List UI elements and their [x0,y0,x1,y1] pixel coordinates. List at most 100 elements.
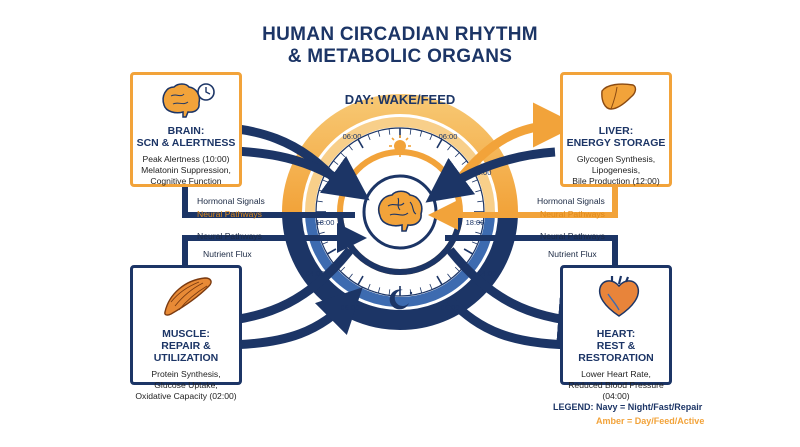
arrow-heart-out [446,296,581,350]
brain-icon [377,190,423,232]
muscle-line-3: Oxidative Capacity (02:00) [135,391,237,401]
heart-card: HEART: REST & RESTORATION Lower Heart Ra… [560,265,672,401]
night-arc-inner [305,211,495,307]
time-bottom-right: 04:00 [478,269,497,278]
legend-prefix: LEGEND: [553,402,594,412]
brain-line-2: Melatonin Suppression, [141,165,231,175]
brain-line-3: Cognitive Function [150,176,222,186]
legend-navy-word: Navy [596,402,618,412]
clock-tick [475,189,482,193]
clock-tick [377,130,381,137]
clock-tick [318,231,325,235]
label-left-nutrient: Nutrient Flux [203,249,252,259]
legend-amber-word: Amber [596,416,625,426]
clock-tick [471,241,478,245]
clock-tick [454,152,460,158]
night-arc-outer [282,211,518,330]
muscle-title-2: REPAIR & UTILIZATION [153,340,219,364]
day-label: DAY: WAKE/FEED [345,92,456,107]
arrow-muscle-out [219,287,363,350]
clock-tick [419,287,423,294]
clock-tick [454,266,460,272]
clock-tick [419,130,423,137]
liver-line-1: Glycogen Synthesis, [576,154,656,164]
clock-tick [316,221,323,224]
legend-amber: Amber = Day/Feed/Active [596,416,704,426]
clock-tick [429,283,433,290]
channel-right-lower [445,235,618,265]
heart-line-1: Lower Heart Rate, [581,369,651,379]
time-top-left: 06:00 [343,132,362,141]
label-left-hormonal: Hormonal Signals [197,196,265,206]
title-line-1: HUMAN CIRCADIAN RHYTHM [262,24,538,45]
clock-tick [475,231,482,235]
moon-icon [389,289,413,310]
clock-icon [197,83,215,101]
arrow-liver-in [425,147,556,203]
muscle-icon [164,277,212,316]
clock-tick [409,128,412,135]
heart-line-3: (04:00) [602,391,630,401]
liver-line-2: Lipogenesis, [591,165,641,175]
clock-tick [357,275,364,286]
clock-tick [377,287,381,294]
liver-line-3: Bile Production (12:00) [572,176,660,186]
label-right-neural: Neural Pathways [540,209,605,219]
muscle-title-1: MUSCLE: [162,328,210,340]
heart-title-1: HEART: [596,328,636,340]
liver-card: LIVER: ENERGY STORAGE Glycogen Synthesis… [560,72,672,187]
label-left-neural-2: Neural Pathways [197,231,262,241]
clock-tick [316,200,323,203]
channel-left-upper [182,185,355,218]
clock-tick [429,134,433,141]
label-right-neural-2: Neural Pathways [540,231,605,241]
label-left-neural: Neural Pathways [197,209,262,219]
clock-tick [463,248,474,255]
time-right-mid: 18:00 [466,218,485,227]
label-right-nutrient: Nutrient Flux [548,249,597,259]
muscle-card: MUSCLE: REPAIR & UTILIZATION Protein Syn… [130,265,242,401]
night-label: NIGHT: SLEEP/FAST [337,340,463,355]
clock-tick [388,289,391,296]
clock-tick [367,283,371,290]
clock-tick [447,273,452,279]
clock-tick [322,241,329,245]
sun-icon [389,135,411,157]
clock-tick [388,128,391,135]
time-top-right: 06:00 [439,132,458,141]
clock-tick [348,273,353,279]
title-line-2: & METABOLIC ORGANS [287,46,513,67]
clock-tick [340,266,346,272]
legend-amber-desc: = Day/Feed/Active [627,416,705,426]
time-bottom-left: 04:00 [306,269,325,278]
time-bottom-left-2: 06:00 [341,303,360,312]
liver-title-1: LIVER: [598,125,634,137]
time-left: 18:00 [316,218,335,227]
brain-card: BRAIN: SCN & ALERTNESS Peak Alertness (1… [130,72,242,187]
time-bottom-right-2: 06:00 [441,303,460,312]
time-right: 14:00 [473,168,492,177]
channel-left-lower [182,223,367,265]
clock-tick [447,145,452,151]
label-right-hormonal: Hormonal Signals [537,196,605,206]
legend-navy: LEGEND: Navy = Night/Fast/Repair [553,402,702,412]
brain-icon [162,83,201,118]
clock-tick [436,275,443,286]
brain-line-1: Peak Alertness (10:00) [142,154,230,164]
clock-tick [367,134,371,141]
heart-title-2: REST & RESTORATION [578,340,654,364]
muscle-line-2: Glucose Uptake, [154,380,218,390]
channel-right-upper [428,185,618,230]
clock-tick [477,221,484,224]
liver-icon [601,83,637,110]
legend-navy-desc: = Night/Fast/Repair [620,402,703,412]
brain-title-2: SCN & ALERTNESS [136,137,236,149]
muscle-line-1: Protein Synthesis, [151,369,221,379]
clock-tick [357,138,364,149]
heart-line-2: Reduced Blood Pressure [568,380,664,390]
clock-tick [348,145,353,151]
clock-tick [326,248,337,255]
liver-title-2: ENERGY STORAGE [566,137,666,149]
